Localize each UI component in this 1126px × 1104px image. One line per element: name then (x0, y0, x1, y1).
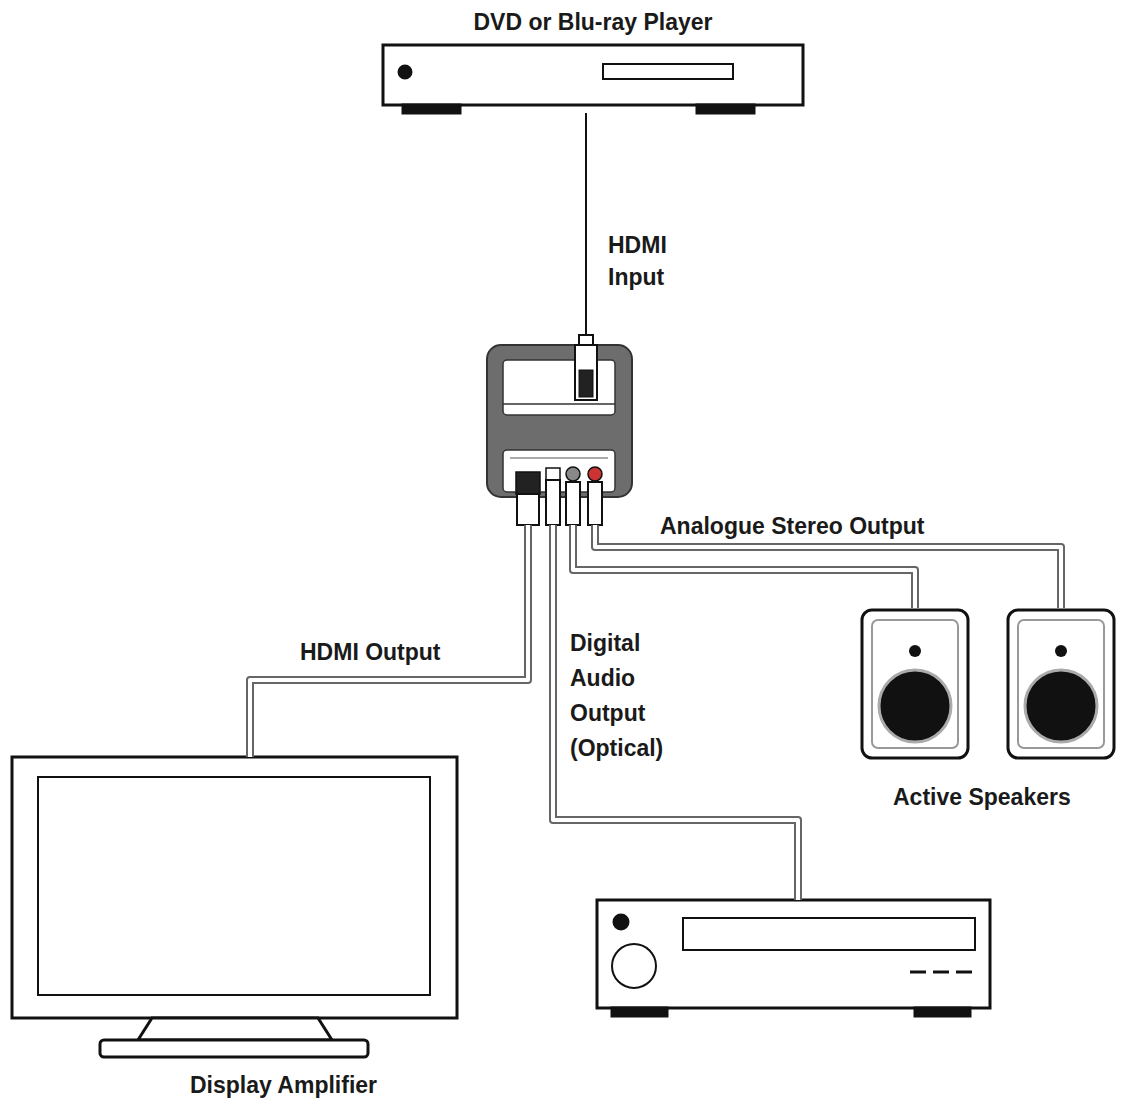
cable-core (553, 525, 798, 900)
device-label: DVD or Blu-ray Player (383, 9, 803, 35)
panel-marking (510, 458, 608, 459)
tv-base (100, 1040, 368, 1057)
speaker-cabinet (862, 610, 968, 758)
television (12, 757, 457, 1057)
rca-plug (588, 482, 602, 525)
hdmi-plug (579, 335, 593, 345)
device-label: Display Amplifier (190, 1072, 377, 1098)
amp-foot (612, 1008, 667, 1016)
cable-label: HDMI Input (608, 229, 667, 293)
speaker-tweeter (1055, 645, 1067, 657)
group-label: Active Speakers (893, 784, 1071, 810)
cable-label: Digital Audio Output (Optical) (570, 626, 663, 766)
speaker-woofer (1025, 670, 1097, 742)
hdmi-plug (517, 494, 539, 525)
tv-frame (12, 757, 457, 1018)
amp-dash (933, 971, 949, 974)
display-box: Display Amplifier (12, 757, 457, 1058)
tv-screen (38, 777, 430, 995)
speaker-box (1008, 608, 1114, 760)
dvd-foot (697, 105, 754, 113)
speaker (862, 610, 968, 758)
cable-group (586, 113, 587, 335)
speaker-baffle (872, 620, 958, 748)
cable-group (250, 525, 528, 757)
cable-label: Analogue Stereo Output (660, 513, 925, 539)
cable (553, 525, 798, 900)
hdmi-plug (579, 370, 593, 397)
tv-neck (138, 1018, 332, 1040)
amp-dash (956, 971, 972, 974)
optical-port (546, 468, 560, 480)
amp-foot (915, 1008, 970, 1016)
amp-knob (612, 944, 656, 988)
speaker-box (862, 608, 968, 760)
amp-display (683, 918, 975, 950)
amp-led (614, 915, 628, 929)
hdmi-plug (575, 345, 597, 400)
speaker-woofer (879, 670, 951, 742)
dvd-player (383, 45, 803, 113)
dvd-led (399, 66, 411, 78)
cable-label: HDMI Output (300, 639, 441, 665)
speaker (1008, 610, 1114, 758)
converter-body (487, 345, 632, 497)
hdmi-plug (516, 472, 540, 494)
speaker-baffle (1018, 620, 1104, 748)
cable (250, 525, 528, 757)
optical-plug (546, 480, 560, 525)
cable (585, 113, 587, 335)
dvd-foot (403, 105, 460, 113)
rca-socket (588, 467, 602, 481)
speaker-tweeter (909, 645, 921, 657)
cable-core (250, 525, 528, 757)
cable-group (553, 525, 798, 900)
converter (487, 335, 632, 525)
amplifier (597, 900, 990, 1016)
rca-plug (566, 482, 580, 525)
speaker-cabinet (1008, 610, 1114, 758)
converter-panel (503, 360, 615, 415)
dvd-body (383, 45, 803, 105)
panel-edge (503, 403, 615, 405)
amp-body (597, 900, 990, 1008)
converter-box (487, 335, 632, 525)
player-box: DVD or Blu-ray Player (383, 45, 803, 113)
amplifier-box (597, 900, 990, 1016)
amp-dash (910, 971, 926, 974)
dvd-slot (603, 64, 733, 79)
rca-socket (566, 467, 580, 481)
